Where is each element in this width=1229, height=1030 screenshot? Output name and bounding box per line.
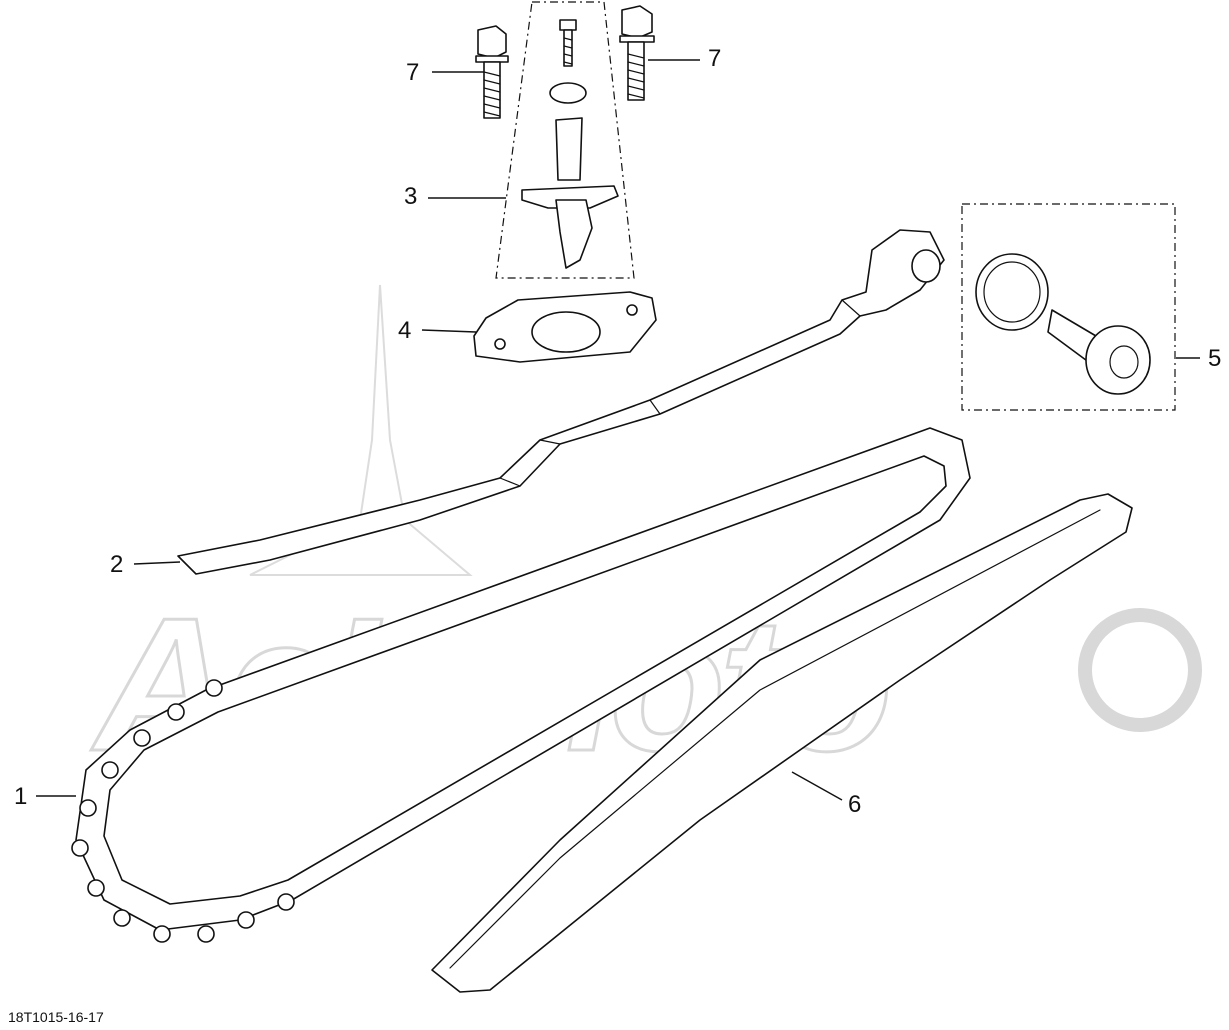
watermark-wheel bbox=[1078, 608, 1202, 732]
callout-2: 2 bbox=[110, 551, 123, 578]
leader-4 bbox=[421, 329, 477, 333]
chain-guide-upper bbox=[177, 229, 945, 575]
leader-2 bbox=[133, 561, 181, 565]
o-ring bbox=[975, 253, 1049, 331]
callout-6: 6 bbox=[848, 791, 861, 818]
plug-dash-box bbox=[961, 203, 1176, 411]
chain-guide-lower bbox=[431, 493, 1133, 993]
bolt-left bbox=[475, 25, 509, 119]
leader-lines bbox=[36, 59, 1200, 801]
watermark-spire bbox=[249, 284, 473, 576]
callout-1: 1 bbox=[14, 783, 27, 810]
callout-7-right: 7 bbox=[708, 45, 721, 72]
callouts: 7 7 3 4 5 2 1 6 bbox=[14, 45, 1221, 818]
bolt-right bbox=[619, 5, 655, 101]
leader-6 bbox=[791, 771, 843, 801]
diagram-code: 18T1015-16-17 bbox=[8, 1009, 104, 1025]
callout-4: 4 bbox=[398, 317, 411, 344]
tensioner-assembly bbox=[495, 1, 635, 279]
gasket bbox=[473, 291, 657, 363]
callout-3: 3 bbox=[404, 183, 417, 210]
callout-7-left: 7 bbox=[406, 59, 419, 86]
callout-5: 5 bbox=[1208, 345, 1221, 372]
plug-assembly bbox=[961, 203, 1176, 411]
timing-chain bbox=[71, 427, 971, 943]
seal-ring bbox=[549, 82, 587, 104]
tensioner-dash-box bbox=[495, 1, 635, 279]
